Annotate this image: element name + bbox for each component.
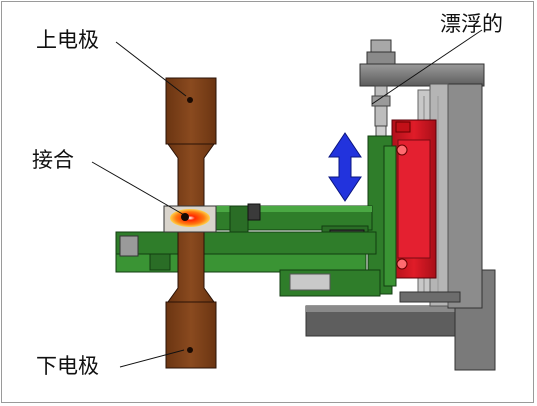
- green-fixture: [115, 135, 397, 297]
- red-cylinder: [391, 119, 437, 279]
- label-floating: 漂浮的: [440, 12, 503, 36]
- label-lower-electrode: 下电极: [36, 354, 99, 378]
- motion-arrow-icon: [328, 132, 362, 202]
- label-joint: 接合: [32, 148, 74, 172]
- label-upper-electrode: 上电极: [36, 28, 99, 52]
- floating-bolt: [366, 39, 396, 139]
- lower-electrode: [165, 231, 217, 369]
- joint-weld: [163, 205, 217, 233]
- leader-lines: [91, 29, 483, 368]
- upper-electrode: [165, 77, 217, 209]
